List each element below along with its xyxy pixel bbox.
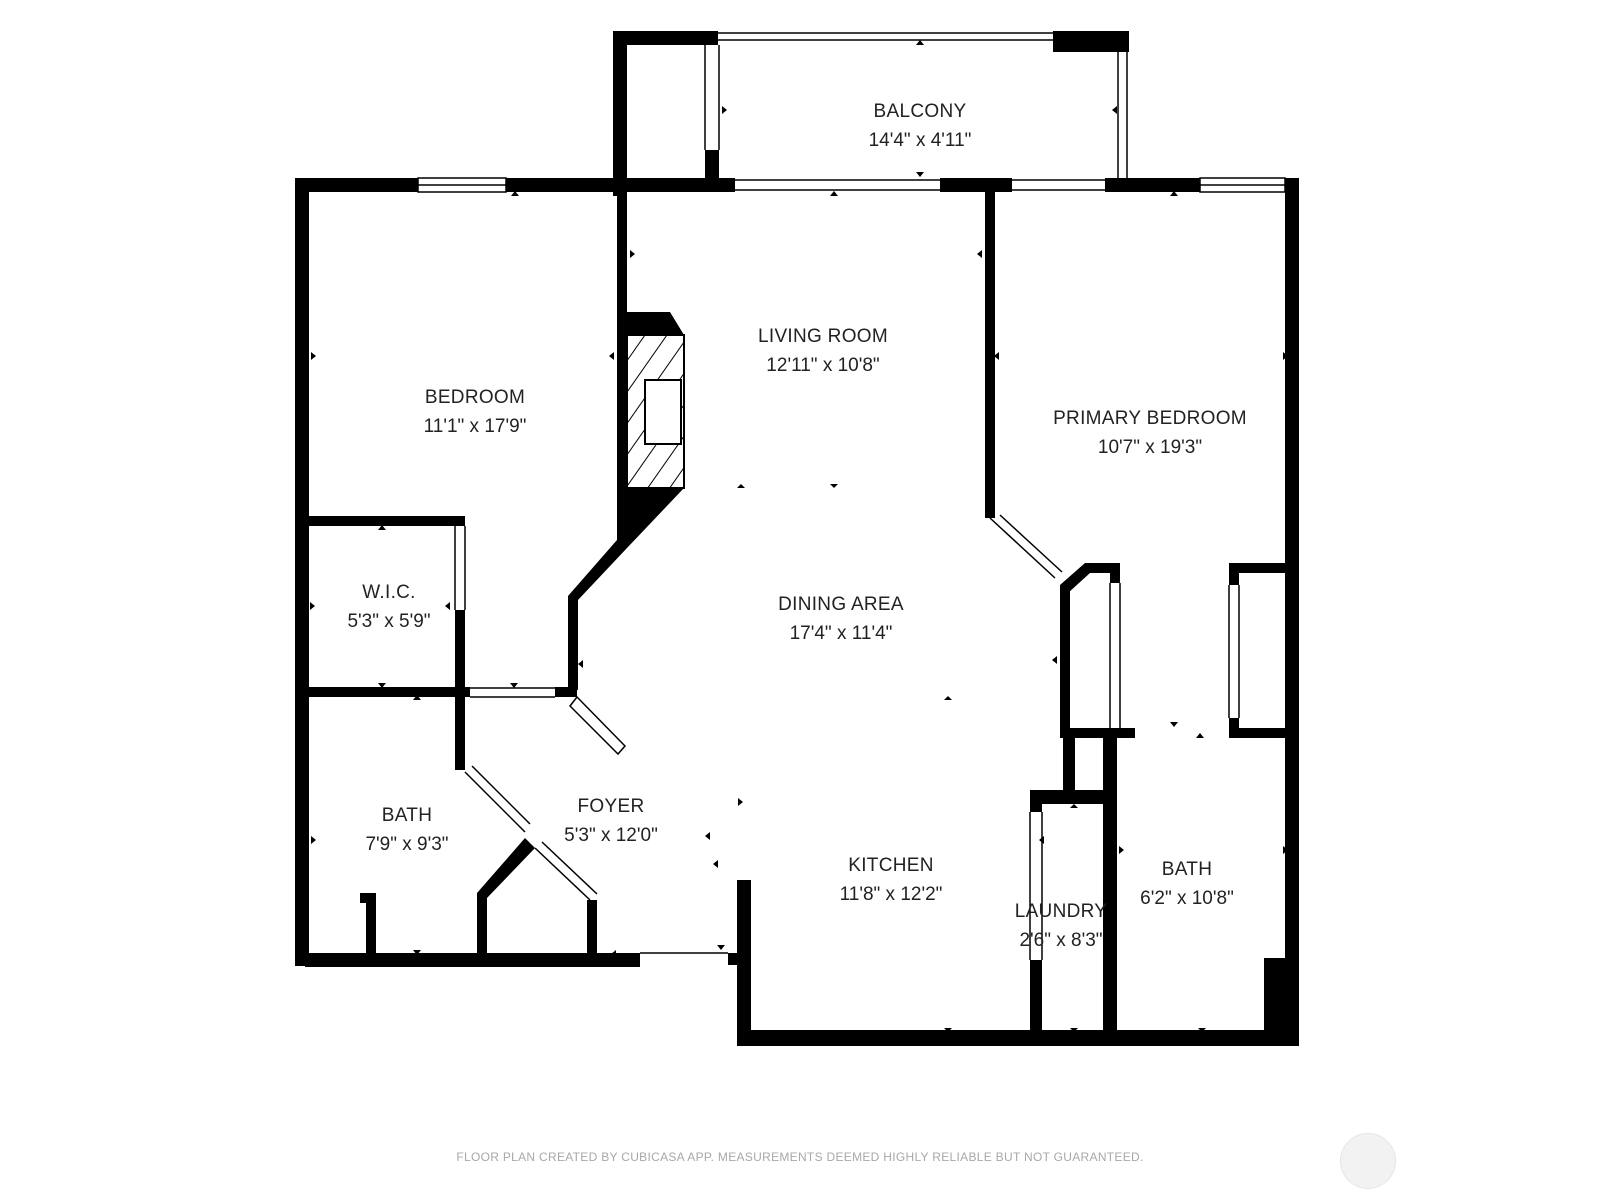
room-label-bath: BATH 7'9" x 9'3" [365,801,448,859]
room-dimensions: 5'3" x 5'9" [347,611,431,632]
room-label-living-room: LIVING ROOM 12'11" x 10'8" [758,322,888,380]
room-dimensions: 17'4" x 11'4" [789,623,893,644]
room-dimensions: 6'2" x 10'8" [1140,888,1234,909]
room-label-balcony: BALCONY 14'4" x 4'11" [869,97,972,155]
room-name: DINING AREA [778,594,904,615]
walls [295,31,1299,1046]
room-dimensions: 12'11" x 10'8" [766,355,880,376]
room-dimensions: 5'3" x 12'0" [564,825,658,846]
room-name: LIVING ROOM [758,326,888,347]
room-label-dining-area: DINING AREA 17'4" x 11'4" [778,590,904,648]
room-name: BATH [381,805,433,826]
room-name: KITCHEN [848,855,934,876]
room-dimensions: 11'1" x 17'9" [423,416,527,437]
room-dimensions: 11'8" x 12'2" [839,884,943,905]
room-label-bath-2: BATH 6'2" x 10'8" [1140,855,1234,913]
room-label-foyer: FOYER 5'3" x 12'0" [564,792,658,850]
logo-badge [1340,1133,1396,1189]
room-dimensions: 7'9" x 9'3" [365,834,449,855]
windows-and-openings [417,32,1286,960]
room-dimensions: 14'4" x 4'11" [868,130,972,151]
room-name: BALCONY [873,101,967,122]
room-name: LAUNDRY [1014,901,1108,922]
room-dimensions: 2'6" x 8'3" [1019,930,1103,951]
room-name: FOYER [577,796,645,817]
fireplace-hatch [626,334,685,489]
room-name: BATH [1161,859,1213,880]
room-name: PRIMARY BEDROOM [1053,408,1247,429]
disclaimer-footer: FLOOR PLAN CREATED BY CUBICASA APP. MEAS… [456,1150,1144,1164]
room-label-wic: W.I.C. 5'3" x 5'9" [347,578,430,636]
room-name: W.I.C. [362,582,416,603]
room-label-kitchen: KITCHEN 11'8" x 12'2" [840,851,943,909]
room-label-laundry: LAUNDRY 2'6" x 8'3" [1015,897,1108,955]
room-name: BEDROOM [424,387,526,408]
room-label-bedroom: BEDROOM 11'1" x 17'9" [424,383,527,441]
room-label-primary-bedroom: PRIMARY BEDROOM 10'7" x 19'3" [1053,404,1247,462]
dimension-markers [310,40,1288,1032]
room-dimensions: 10'7" x 19'3" [1097,437,1203,458]
